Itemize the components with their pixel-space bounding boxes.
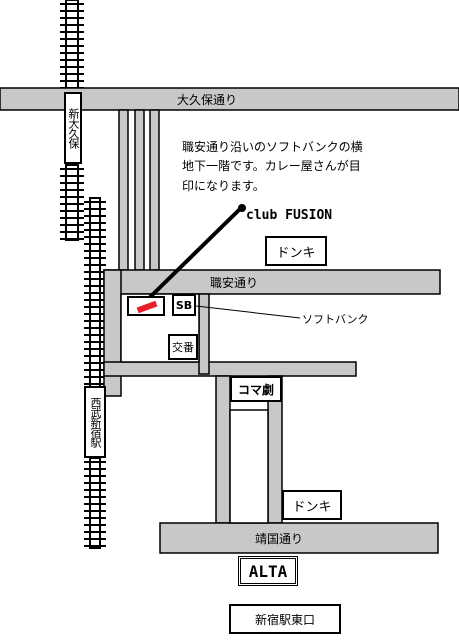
road-koma-west — [215, 375, 231, 524]
road-block-right — [198, 293, 210, 375]
landmark-donki-top: ドンキ — [265, 236, 327, 266]
landmark-alta: ALTA — [238, 556, 298, 586]
road-street-2 — [134, 109, 145, 271]
road-street-3 — [149, 109, 160, 271]
landmark-koma-theater: コマ劇 — [230, 376, 282, 402]
road-label-okubo: 大久保通り — [177, 93, 238, 107]
railway-shin-okubo-line — [60, 0, 84, 241]
road-label-shokuan: 職安通り — [210, 276, 259, 290]
road-block-left — [103, 269, 122, 397]
road-street-1 — [118, 109, 129, 271]
road-yasukuni — [159, 522, 439, 554]
directions-note-line-1: 職安通り沿いのソフトバンクの横 — [182, 140, 363, 154]
venue-name[interactable]: club FUSION — [246, 208, 333, 223]
landmark-police-box: 交番 — [168, 334, 198, 360]
directions-note-line-2: 地下一階です。カレー屋さんが目 — [182, 159, 361, 173]
road-network — [0, 87, 459, 554]
road-side-street — [103, 361, 357, 377]
landmark-softbank-badge: SB — [172, 294, 196, 316]
road-okubo — [0, 87, 459, 111]
venue-location-marker[interactable] — [127, 296, 165, 316]
softbank-leader-line — [195, 305, 301, 319]
directions-note-line-3: 印になります。 — [182, 179, 265, 193]
venue-pointer-dot — [238, 204, 246, 212]
landmark-softbank-label: ソフトバンク — [302, 313, 369, 326]
station-shinjuku-east-exit[interactable]: 新宿駅東口 — [229, 604, 341, 634]
station-shin-okubo[interactable]: 新大久保 — [64, 92, 82, 164]
road-label-yasukuni: 靖国通り — [255, 532, 304, 546]
station-seibu-shinjuku[interactable]: 西武新宿駅 — [84, 386, 106, 458]
venue-pointer-line — [140, 206, 243, 307]
railway-seibu-line — [84, 197, 106, 549]
landmark-donki-bottom: ドンキ — [282, 490, 342, 520]
